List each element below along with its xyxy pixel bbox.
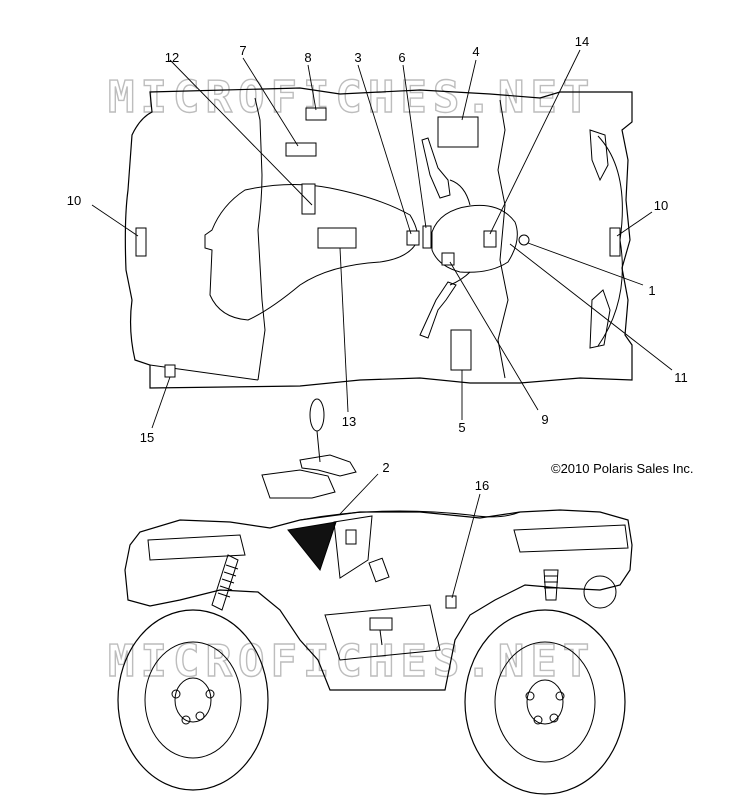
side-body-outline bbox=[124, 509, 633, 691]
decal-13 bbox=[317, 227, 357, 249]
callout-10-front: 10 bbox=[654, 198, 668, 213]
decal-4 bbox=[437, 116, 479, 148]
leader-16 bbox=[451, 493, 481, 599]
leader-10-rear bbox=[91, 204, 139, 237]
side-footwell bbox=[324, 604, 441, 661]
callout-labels: 1 2 3 4 5 6 7 8 9 10 10 11 12 13 14 15 1… bbox=[67, 34, 688, 493]
rear-lug bbox=[205, 689, 215, 699]
decal-10-rear bbox=[135, 227, 147, 257]
watermark-top: MICROFICHES.NET bbox=[108, 72, 595, 123]
leader-14 bbox=[489, 49, 581, 235]
callout-12: 12 bbox=[165, 50, 179, 65]
callout-8: 8 bbox=[304, 50, 311, 65]
front-lug bbox=[555, 691, 565, 701]
top-pod bbox=[431, 204, 518, 273]
leader-4 bbox=[461, 59, 477, 121]
leader-2 bbox=[339, 473, 379, 515]
rear-rim bbox=[144, 641, 242, 759]
rear-lug bbox=[195, 711, 205, 721]
leader-15 bbox=[151, 376, 171, 429]
decal-10-front bbox=[609, 227, 621, 257]
leader-7 bbox=[242, 57, 299, 147]
callout-11: 11 bbox=[674, 370, 688, 385]
callout-2: 2 bbox=[382, 460, 389, 475]
leader-11 bbox=[509, 243, 673, 371]
decal-15 bbox=[164, 364, 176, 378]
callout-13: 13 bbox=[342, 414, 356, 429]
front-tire bbox=[464, 609, 626, 795]
rear-hub bbox=[174, 677, 212, 723]
callout-7: 7 bbox=[239, 43, 246, 58]
front-rim bbox=[494, 641, 596, 763]
side-panel-inner bbox=[333, 515, 373, 579]
side-rear-wheel bbox=[117, 609, 269, 791]
rear-lug bbox=[181, 715, 191, 725]
side-panel-slot bbox=[368, 557, 390, 583]
front-lug bbox=[549, 713, 559, 723]
callout-14: 14 bbox=[575, 34, 589, 49]
top-handlebar-left bbox=[421, 137, 451, 199]
callout-4: 4 bbox=[472, 44, 479, 59]
rear-lug bbox=[171, 689, 181, 699]
top-bar-stem-right bbox=[449, 271, 471, 286]
side-front-wheel bbox=[464, 609, 626, 795]
side-shifter bbox=[379, 629, 383, 646]
side-front-fender bbox=[513, 524, 629, 553]
rear-tire bbox=[117, 609, 269, 791]
copyright-notice: ©2010 Polaris Sales Inc. bbox=[551, 461, 694, 476]
leader-6 bbox=[402, 64, 427, 229]
leader-10-front bbox=[616, 211, 653, 237]
callout-9: 9 bbox=[541, 412, 548, 427]
callout-1: 1 bbox=[648, 283, 655, 298]
side-footwell-label bbox=[369, 617, 393, 631]
side-mirror bbox=[309, 398, 325, 432]
callout-15: 15 bbox=[140, 430, 154, 445]
decal-7 bbox=[285, 142, 317, 157]
leader-8 bbox=[307, 64, 317, 111]
decal-14 bbox=[483, 230, 497, 248]
side-seat bbox=[299, 510, 521, 521]
leader-12 bbox=[169, 59, 313, 206]
decal-12 bbox=[301, 183, 316, 215]
top-handlebar-right bbox=[419, 281, 457, 339]
watermark-group: MICROFICHES.NET MICROFICHES.NET bbox=[107, 71, 595, 687]
side-rear-shock bbox=[211, 554, 239, 611]
callout-10-rear: 10 bbox=[67, 193, 81, 208]
top-front-fender-line bbox=[497, 99, 509, 379]
front-lug bbox=[525, 691, 535, 701]
decal-5 bbox=[450, 329, 472, 371]
side-handlebar bbox=[299, 454, 357, 477]
side-rear-fender bbox=[147, 534, 246, 561]
callout-16: 16 bbox=[475, 478, 489, 493]
side-engine-cover bbox=[583, 575, 617, 609]
front-lug bbox=[533, 715, 543, 725]
leader-9 bbox=[449, 261, 539, 411]
leader-1 bbox=[527, 242, 644, 286]
decal-3 bbox=[406, 230, 420, 246]
top-front-rack-lower bbox=[589, 289, 611, 349]
leader-3 bbox=[357, 64, 412, 235]
leader-13 bbox=[339, 247, 349, 413]
side-front-shock bbox=[543, 569, 559, 601]
atv-top-view bbox=[91, 49, 673, 429]
decal-9 bbox=[441, 252, 455, 266]
callout-6: 6 bbox=[398, 50, 405, 65]
side-panel-vent bbox=[345, 529, 357, 545]
atv-side-view bbox=[117, 398, 633, 795]
decal-16 bbox=[445, 595, 457, 609]
decal-6 bbox=[422, 225, 432, 249]
front-hub bbox=[526, 679, 564, 725]
callout-5: 5 bbox=[458, 420, 465, 435]
side-pod bbox=[261, 469, 336, 499]
top-gas-cap bbox=[518, 234, 530, 246]
callout-3: 3 bbox=[354, 50, 361, 65]
top-bar-stem-left bbox=[449, 179, 471, 206]
top-body-outline bbox=[124, 87, 633, 389]
top-rear-fender-line bbox=[254, 97, 266, 381]
side-triangle-panel bbox=[287, 521, 337, 572]
top-front-rack-upper bbox=[589, 129, 609, 182]
